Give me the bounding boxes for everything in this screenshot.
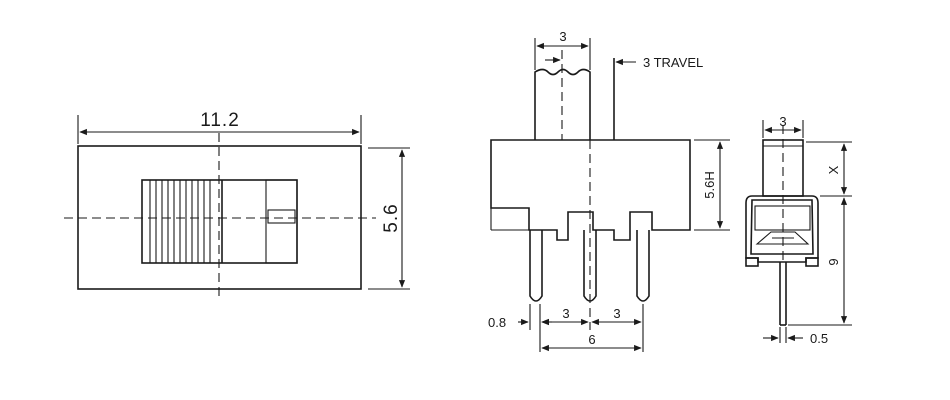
housing-inner-frame	[750, 199, 814, 255]
side-actuator-width-label: 3	[779, 114, 786, 129]
slider-end-window	[265, 179, 298, 264]
top-view: 11.2 5.6	[64, 110, 410, 300]
actuator-width-label: 3	[559, 29, 566, 44]
lead-width-label: 0.5	[810, 331, 828, 346]
pin-left	[529, 230, 543, 302]
slider-indicator	[267, 209, 296, 224]
pitch-left-label: 3	[562, 306, 569, 321]
height-label: 5.6H	[702, 171, 717, 198]
housing-foot-left	[745, 257, 759, 267]
slider-grip-ridges	[149, 180, 223, 263]
housing-foot-right	[805, 257, 819, 267]
actuator-height-label: X	[826, 165, 841, 174]
pin-right	[636, 230, 650, 302]
pin-span-label: 6	[588, 332, 595, 347]
pin-width-label: 0.8	[488, 315, 506, 330]
side-view: 3 X 9 0.5	[745, 114, 852, 346]
front-view: 3 3 TRAVEL 5.6H 0.8 3 3 6	[488, 29, 730, 352]
lead-length-label: 9	[826, 258, 841, 265]
pitch-right-label: 3	[613, 306, 620, 321]
contact-slider	[755, 231, 810, 245]
length-label: 11.2	[200, 110, 240, 131]
width-label: 5.6	[381, 203, 402, 232]
travel-label: 3 TRAVEL	[643, 55, 703, 70]
actuator-outline	[534, 68, 591, 140]
